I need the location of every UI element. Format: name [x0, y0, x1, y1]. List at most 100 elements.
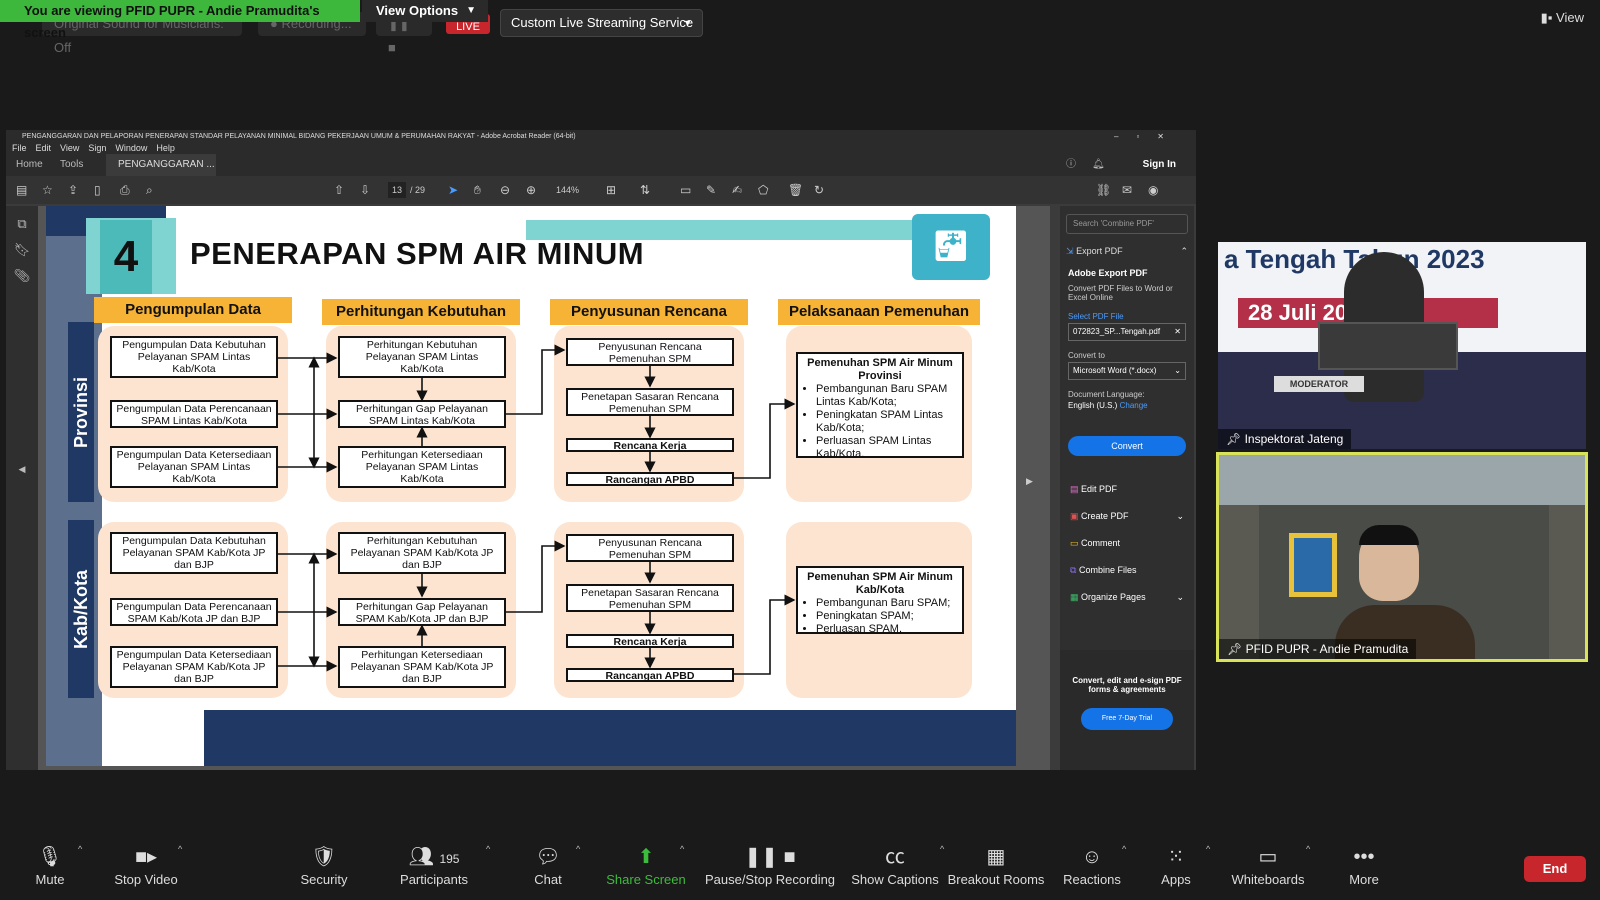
chevron-up-icon[interactable]: ^	[78, 844, 83, 854]
rotate-icon[interactable]: ↻	[814, 183, 825, 197]
chevron-up-icon[interactable]: ^	[1206, 844, 1211, 854]
reactions-button[interactable]: ☺Reactions^	[1042, 838, 1142, 900]
end-meeting-button[interactable]: End	[1524, 856, 1586, 882]
share-screen-button[interactable]: ⬆Share Screen^	[596, 838, 696, 900]
page-up-icon[interactable]: ⇧	[334, 183, 345, 197]
result-box-provinsi: Pemenuhan SPM Air Minum Provinsi Pembang…	[796, 352, 964, 460]
attachment-icon[interactable]: 📎︎	[13, 268, 31, 283]
tab-home[interactable]: Home	[16, 159, 43, 170]
mute-label: Mute	[35, 872, 65, 887]
pages-icon[interactable]: ⧉	[17, 216, 27, 231]
tool-edit-pdf[interactable]: ▤ Edit PDF	[1070, 476, 1184, 503]
more-button[interactable]: •••More	[1314, 838, 1414, 900]
whiteboards-button[interactable]: ▭Whiteboards^	[1218, 838, 1318, 900]
view-options-button[interactable]: View Options▼	[362, 0, 488, 22]
mute-button[interactable]: 🎙︎Mute^	[0, 838, 100, 900]
breakout-rooms-button[interactable]: ▦Breakout Rooms	[946, 838, 1046, 900]
tool-organize-pages[interactable]: ▦ Organize Pages⌄	[1070, 584, 1184, 611]
chevron-up-icon[interactable]: ^	[1122, 844, 1127, 854]
window-controls[interactable]: –▫✕	[1114, 132, 1182, 141]
free-trial-button[interactable]: Free 7-Day Trial	[1081, 708, 1173, 730]
collapse-right-icon[interactable]: ▶	[1026, 476, 1033, 486]
chevron-up-icon[interactable]: ^	[576, 844, 581, 854]
document-viewer[interactable]: 4 PENERAPAN SPM AIR MINUM 🚰︎ Pengumpulan…	[38, 206, 1050, 770]
tab-document[interactable]: PENGANGGARAN ... ✕	[106, 154, 216, 192]
zoom-level[interactable]: 144%	[556, 185, 580, 195]
tool-comment[interactable]: ▭ Comment	[1070, 530, 1184, 557]
pause-stop-recording-button[interactable]: ❚❚ ■Pause/Stop Recording	[704, 838, 836, 900]
bell-icon[interactable]: 🔔︎	[1092, 159, 1105, 170]
file-icon[interactable]: ▯	[94, 183, 101, 197]
chevron-up-icon[interactable]: ^	[178, 844, 183, 854]
chat-button[interactable]: 💬︎Chat^	[498, 838, 598, 900]
bookmark-icon[interactable]: 🔖︎	[13, 242, 31, 257]
security-button[interactable]: 🛡︎Security	[274, 838, 374, 900]
video-tile-pfid-active-speaker[interactable]: 📌︎ PFID PUPR - Andie Pramudita	[1216, 452, 1588, 662]
live-stream-dropdown[interactable]: Custom Live Streaming Service▼	[500, 9, 703, 37]
zoom-out-icon[interactable]: ⊖	[500, 183, 511, 197]
menu-sign[interactable]: Sign	[88, 143, 107, 153]
sign-icon[interactable]: ✍︎	[732, 183, 743, 197]
tools-search-input[interactable]: Search 'Combine PDF'	[1066, 214, 1188, 234]
upload-icon[interactable]: ⇪	[68, 183, 79, 197]
apps-button[interactable]: ⁙Apps^	[1126, 838, 1226, 900]
print-icon[interactable]: ⎙	[120, 183, 130, 197]
box-prov-c1-3: Pengumpulan Data Ketersediaan Pelayanan …	[110, 446, 278, 488]
star-icon[interactable]: ☆	[42, 183, 53, 197]
trash-icon[interactable]: 🗑︎	[788, 183, 804, 197]
menu-file[interactable]: File	[12, 143, 27, 153]
box-prov-c2-3: Perhitungan Ketersediaan Pelayanan SPAM …	[338, 446, 506, 488]
chevron-up-icon[interactable]: ^	[680, 844, 685, 854]
comment-icon[interactable]: ▭	[680, 183, 692, 197]
more-icon: •••	[1353, 846, 1375, 868]
menu-view[interactable]: View	[60, 143, 80, 153]
menu-window[interactable]: Window	[115, 143, 148, 153]
pause-stop-icon: ❚❚ ■	[744, 846, 796, 868]
export-pdf-header[interactable]: ⇲ Export PDF ⌃	[1066, 242, 1188, 260]
chevron-down-icon: ▼	[683, 18, 692, 28]
chevron-up-icon[interactable]: ^	[486, 844, 491, 854]
chevron-up-icon[interactable]: ^	[1306, 844, 1311, 854]
language-value: English (U.S.)	[1068, 401, 1118, 410]
format-select[interactable]: Microsoft Word (*.docx)⌄	[1068, 362, 1186, 380]
view-button[interactable]: ▮▪ View	[1541, 10, 1584, 26]
result-title-provinsi: Pemenuhan SPM Air Minum Provinsi	[807, 357, 953, 382]
participants-icon: 👥︎ 195	[408, 846, 460, 868]
stream-label: Custom Live Streaming Service	[511, 15, 694, 30]
convert-button[interactable]: Convert	[1068, 436, 1186, 456]
hand-tool-icon[interactable]: ✋︎	[474, 183, 481, 197]
result-item: Pembangunan Baru SPAM Lintas Kab/Kota;	[816, 383, 956, 409]
account-icon[interactable]: ◉	[1148, 183, 1159, 197]
stamp-icon[interactable]: ⬠	[758, 183, 769, 197]
page-down-icon[interactable]: ⇩	[360, 183, 371, 197]
change-language-link[interactable]: Change	[1119, 401, 1148, 410]
selected-file-field[interactable]: 072823_SP...Tengah.pdf✕	[1068, 323, 1186, 341]
video-tile-inspektorat[interactable]: a Tengah Tahun 2023 28 Juli 2023 MODERAT…	[1218, 242, 1586, 449]
fit-page-icon[interactable]: ⊞	[606, 183, 617, 197]
pen-icon[interactable]: ✎	[706, 183, 717, 197]
page-number-input[interactable]: 13	[388, 182, 407, 198]
help-icon[interactable]: ⓘ	[1066, 159, 1076, 170]
tab-tools[interactable]: Tools	[60, 159, 84, 170]
tool-label: Edit PDF	[1081, 484, 1118, 494]
menu-edit[interactable]: Edit	[35, 143, 52, 153]
sign-in-link[interactable]: Sign In	[1142, 159, 1176, 170]
close-icon[interactable]: ✕	[1174, 327, 1181, 336]
share-link-icon[interactable]: ⛓︎	[1096, 183, 1112, 197]
chevron-up-icon[interactable]: ^	[940, 844, 945, 854]
zoom-in-icon[interactable]: ⊕	[526, 183, 537, 197]
scroll-mode-icon[interactable]: ⇅	[640, 183, 651, 197]
save-icon[interactable]: ▤	[16, 183, 28, 197]
tool-combine-files[interactable]: ⧉ Combine Files	[1070, 557, 1184, 584]
export-pdf-label: Export PDF	[1076, 246, 1123, 256]
select-tool-icon[interactable]: ➤	[448, 183, 459, 197]
box-prov-c3-2: Penetapan Sasaran Rencana Pemenuhan SPM	[566, 388, 734, 416]
stop-video-button[interactable]: ■▸Stop Video^	[96, 838, 196, 900]
menu-help[interactable]: Help	[156, 143, 175, 153]
tool-create-pdf[interactable]: ▣ Create PDF⌄	[1070, 503, 1184, 530]
email-icon[interactable]: ✉	[1122, 183, 1133, 197]
zoom-search-icon[interactable]: ⌕	[146, 183, 153, 197]
collapse-left-icon[interactable]: ◀	[18, 464, 26, 474]
